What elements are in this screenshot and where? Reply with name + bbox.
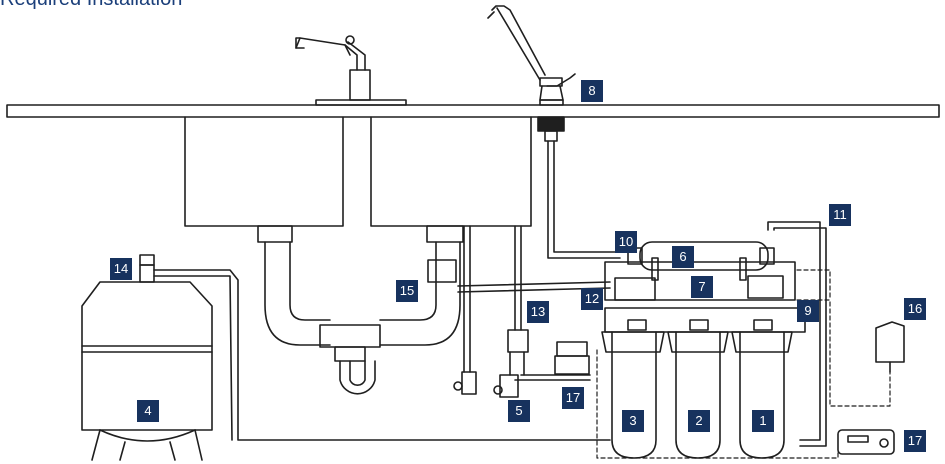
- callout-1: 1: [752, 410, 774, 432]
- sink-faucet: [296, 36, 406, 105]
- callout-16: 16: [904, 298, 926, 320]
- drain-plumbing: [265, 242, 460, 394]
- sink-basins: [185, 117, 531, 242]
- controller-box: [838, 430, 894, 454]
- callout-10: 10: [615, 231, 637, 253]
- callout-3: 3: [622, 410, 644, 432]
- callout-12: 12: [581, 288, 603, 310]
- callout-17-controller: 17: [904, 430, 926, 452]
- callout-8: 8: [581, 80, 603, 102]
- callout-14: 14: [110, 258, 132, 280]
- callout-11: 11: [829, 204, 851, 226]
- callout-5: 5: [508, 400, 530, 422]
- callout-13: 13: [527, 301, 549, 323]
- countertop: [7, 105, 939, 117]
- booster-pump: [555, 342, 589, 374]
- callout-17-pump: 17: [562, 387, 584, 409]
- callout-2: 2: [688, 410, 710, 432]
- callout-4: 4: [137, 400, 159, 422]
- callout-9: 9: [797, 300, 819, 322]
- supply-lines: [454, 226, 528, 397]
- callout-15: 15: [396, 280, 418, 302]
- filter-canisters: [602, 320, 792, 458]
- storage-tank: [82, 255, 610, 460]
- power-adapter: [876, 322, 904, 372]
- callout-6: 6: [672, 246, 694, 268]
- callout-7: 7: [691, 276, 713, 298]
